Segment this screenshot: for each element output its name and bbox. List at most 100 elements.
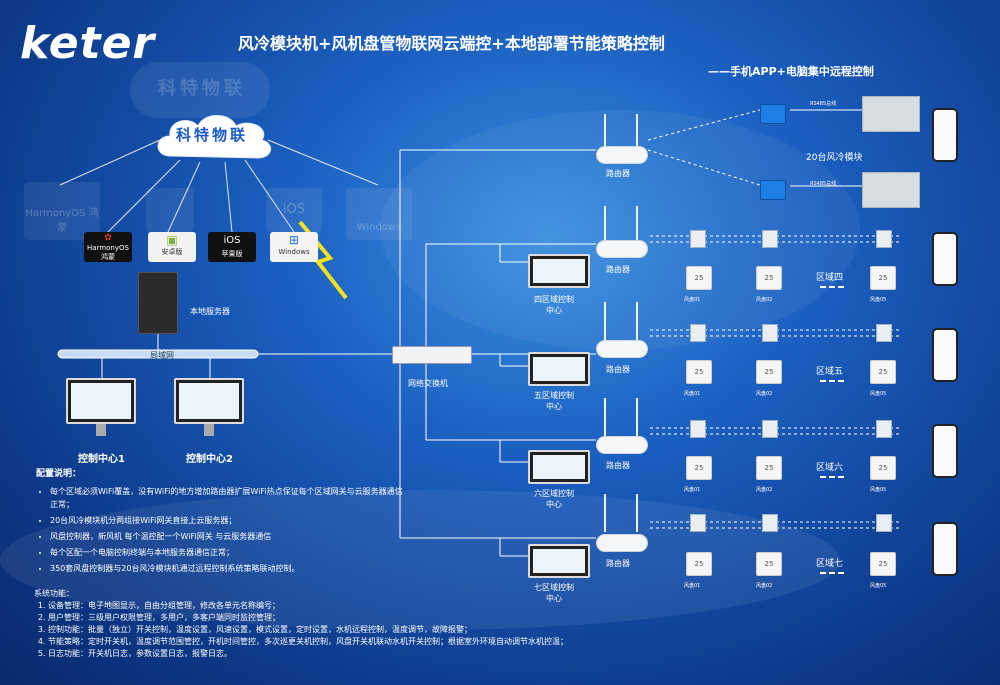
config-heading: 配置说明： (36, 469, 82, 479)
device-label: 风盘05 (870, 583, 887, 589)
fcu-module-icon (690, 420, 706, 438)
ios-watermark-icon: iOS (266, 188, 322, 232)
fcu-module-icon (876, 324, 892, 342)
chiller-unit-icon (862, 96, 920, 132)
page-title: 风冷模块机+风机盘管物联网云端控+本地部署节能策略控制 (238, 34, 665, 53)
device-label: 风盘01 (684, 391, 701, 397)
device-label: 风盘02 (756, 297, 773, 303)
config-notes: 配置说明： 每个区域必须WiFi覆盖，没有WiFi的地方增加路由器扩展WiFi热… (36, 468, 406, 578)
wifi-gateway-icon (760, 180, 786, 200)
device-label: 风盘05 (870, 297, 887, 303)
thermostat-icon: 25 (870, 266, 896, 290)
control-center-2-label: 控制中心2 (186, 454, 233, 465)
function-item: 日志功能：开关机日志，参数设置日志，报警日志。 (48, 648, 754, 660)
mobile-app-icon (932, 522, 958, 576)
function-item: 用户管理：三级用户权限管理，多用户，多客户端同时监控管理； (48, 612, 754, 624)
device-label: 风盘05 (870, 487, 887, 493)
router-icon (596, 340, 648, 358)
region-4-controller-label: 四区域控制中心 (534, 295, 574, 315)
thermostat-icon: 25 (686, 456, 712, 480)
region-6-monitor (528, 450, 590, 484)
fcu-module-icon (762, 420, 778, 438)
device-label: 风盘02 (756, 583, 773, 589)
brand-logo: keter (20, 18, 156, 69)
rs485-links (790, 109, 862, 187)
windows-watermark-icon: Windows (346, 188, 412, 240)
region-7-monitor (528, 544, 590, 578)
thermostat-icon: 25 (870, 456, 896, 480)
fcu-module-icon (762, 230, 778, 248)
thermostat-icon: 25 (686, 552, 712, 576)
function-item: 控制功能：批量（独立）开关控制，温度设置，风速设置，模式设置，定时设置，水机远程… (48, 624, 754, 636)
cloud-watermark-text: 科特物联 (158, 78, 246, 99)
rs485-label: RS485总线 (810, 101, 837, 107)
page-subtitle: ——手机APP+电脑集中远程控制 (708, 65, 874, 78)
region-6-controller-label: 六区域控制中心 (534, 489, 574, 509)
router-label: 路由器 (606, 461, 630, 470)
device-label: 风盘01 (684, 487, 701, 493)
thermostat-icon: 25 (756, 360, 782, 384)
region-6-label: 区域六 (816, 463, 844, 473)
windows-icon: ⊞ Windows (270, 232, 318, 262)
fcu-module-icon (690, 514, 706, 532)
world-map-shape (380, 110, 860, 350)
device-label: 风盘05 (870, 391, 887, 397)
device-label: 风盘02 (756, 487, 773, 493)
config-item: 350套风盘控制器与20台风冷模块机通过远程控制系统策略联动控制。 (50, 562, 406, 575)
thermostat-icon: 25 (870, 552, 896, 576)
wifi-gateway-icon (760, 104, 786, 124)
function-item: 节能策略：定时开关机，温度调节范围管控，开机时间管控，多次巡更关机控制，风盘开关… (48, 636, 754, 648)
harmony-os-icon: ✿ HarmonyOS 鸿蒙 (84, 232, 132, 262)
region-5-label: 区域五 (816, 367, 844, 377)
cloud-watermark-shape (130, 62, 270, 118)
control-center-1-label: 控制中心1 (78, 454, 125, 465)
system-functions: 系统功能： 设备管理：电子地图显示，自由分组管理，修改各单元名称编号； 用户管理… (34, 588, 754, 660)
android-watermark-icon (146, 188, 194, 232)
region-7-label: 区域七 (816, 559, 844, 569)
thermostat-icon: 25 (756, 266, 782, 290)
mobile-app-icon (932, 232, 958, 286)
switch-label: 网络交换机 (408, 379, 448, 388)
router-icon (596, 240, 648, 258)
region-5-controller-label: 五区域控制中心 (534, 391, 574, 411)
device-label: 风盘02 (756, 391, 773, 397)
network-switch-icon (392, 346, 472, 364)
config-item: 20台风冷模块机分两组接WiFi网关直接上云服务器； (50, 514, 406, 527)
router-label: 路由器 (606, 559, 630, 568)
lan-label: 局域网 (150, 351, 174, 360)
chiller-group-label: 20台风冷模块 (806, 153, 863, 163)
fcu-module-icon (690, 230, 706, 248)
thermostat-icon: 25 (686, 360, 712, 384)
config-item: 每个区域必须WiFi覆盖，没有WiFi的地方增加路由器扩展WiFi热点保证每个区… (50, 485, 406, 511)
device-label: 风盘01 (684, 583, 701, 589)
functions-heading: 系统功能： (34, 589, 74, 598)
fcu-module-icon (876, 230, 892, 248)
harmony-watermark-icon: HarmonyOS 鸿蒙 (24, 182, 100, 240)
function-item: 设备管理：电子地图显示，自由分组管理，修改各单元名称编号； (48, 600, 754, 612)
region-4-label: 区域四 (816, 273, 844, 283)
config-item: 风盘控制器，新风机 每个温控配一个WiFi网关 与云服务器通信 (50, 530, 406, 543)
router-label: 路由器 (606, 365, 630, 374)
cloud-icon (157, 115, 272, 159)
config-item: 每个区配一个电脑控制终端与本地服务器通信正常； (50, 546, 406, 559)
water-reflection (0, 490, 840, 630)
chiller-unit-icon (862, 172, 920, 208)
fcu-module-icon (876, 514, 892, 532)
mobile-app-icon (932, 108, 958, 162)
rs485-label: RS485总线 (810, 181, 837, 187)
thermostat-icon: 25 (870, 360, 896, 384)
router-label: 路由器 (606, 169, 630, 178)
local-server-label: 本地服务器 (190, 307, 230, 316)
ios-icon: iOS 苹果版 (208, 232, 256, 262)
router-icon (596, 534, 648, 552)
mobile-app-icon (932, 424, 958, 478)
fcu-module-icon (762, 514, 778, 532)
router-label: 路由器 (606, 265, 630, 274)
thermostat-icon: 25 (756, 456, 782, 480)
region-5-monitor (528, 352, 590, 386)
mobile-app-icon (932, 328, 958, 382)
control-center-2-monitor (174, 378, 244, 424)
wifi-dashes (647, 109, 900, 529)
